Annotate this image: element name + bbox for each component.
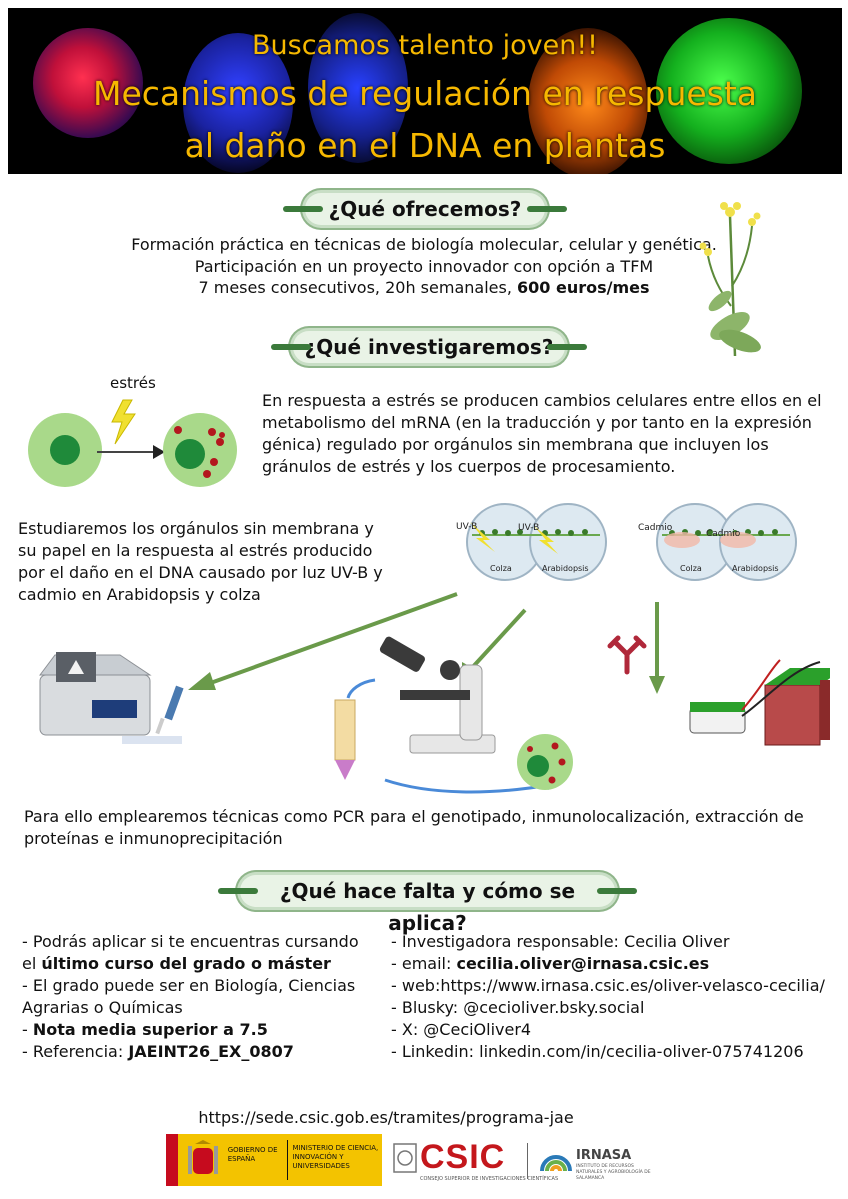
contact-list: - Investigadora responsable: Cecilia Oli… — [391, 931, 825, 1063]
microscopy-image-blue-2 — [308, 13, 408, 163]
lightning-icon — [111, 399, 136, 445]
microscopy-image-orange — [528, 28, 648, 174]
microscopy-image-red — [33, 28, 143, 138]
banner-tagline: Buscamos talento joven!! — [252, 30, 598, 61]
root-tip-icon — [334, 678, 376, 780]
microscope-icon — [379, 636, 496, 754]
microscopy-image-blue — [183, 33, 293, 173]
spain-coat-of-arms-icon — [178, 1134, 228, 1186]
offer-line-3: 7 meses consecutivos, 20h semanales, 600… — [198, 278, 650, 297]
rapeseed-plant-illustration — [699, 202, 761, 356]
irnasa-logo: IRNASA — [576, 1148, 632, 1163]
gobierno-label: GOBIERNO DE ESPAÑA — [227, 1146, 278, 1163]
req-line-3: - El grado puede ser en Biología, Cienci… — [22, 976, 356, 995]
petri-dish-arabidopsis-uvb — [529, 503, 607, 581]
contact-linkedin[interactable]: - Linkedin: linkedin.com/in/cecilia-oliv… — [391, 1042, 804, 1061]
req-line-6: - Referencia: JAEINT26_EX_0807 — [22, 1042, 294, 1061]
banner-title-line1: Mecanismos de regulación en respuesta — [92, 74, 758, 113]
section-heading-apply: ¿Qué hace falta y cómo se aplica? — [218, 875, 637, 935]
csic-emblem-icon — [392, 1140, 418, 1180]
gel-electrophoresis-icon — [689, 659, 830, 746]
petri-dish-arabidopsis-cadmio — [719, 503, 797, 581]
contact-x[interactable]: - X: @CeciOliver4 — [391, 1020, 532, 1039]
arrow-icon — [153, 445, 165, 459]
study-paragraph: Estudiaremos los orgánulos sin membrana … — [18, 519, 383, 604]
techniques-paragraph: Para ello emplearemos técnicas como PCR … — [24, 807, 804, 848]
section-heading-research: ¿Qué investigaremos? — [271, 331, 587, 363]
antibody-icon — [607, 635, 647, 675]
arrow-to-gel-icon — [649, 676, 665, 694]
header-banner: Buscamos talento joven!! Mecanismos de r… — [8, 8, 842, 174]
contact-bluesky[interactable]: - Blusky: @cecioliver.bsky.social — [391, 998, 645, 1017]
contact-web[interactable]: - web:https://www.irnasa.csic.es/oliver-… — [391, 976, 825, 995]
svg-text:Cadmio: Cadmio — [638, 523, 673, 533]
logo-divider — [527, 1143, 528, 1179]
contact-email[interactable]: - email: cecilia.oliver@irnasa.csic.es — [391, 954, 710, 973]
offer-line-2: Participación en un proyecto innovador c… — [194, 257, 654, 276]
research-paragraph: En respuesta a estrés se producen cambio… — [262, 391, 822, 476]
stress-cell-diagram — [28, 399, 237, 487]
banner-title-line2: al daño en el DNA en plantas — [184, 126, 666, 165]
ministerio-label: MINISTERIO DE CIENCIA, INNOVACIÓN Y UNIV… — [292, 1144, 379, 1170]
thermocycler-icon — [39, 652, 152, 736]
csic-subtitle: CONSEJO SUPERIOR DE INVESTIGACIONES CIEN… — [420, 1176, 559, 1182]
req-line-5: - Nota media superior a 7.5 — [22, 1020, 268, 1039]
svg-text:Arabidopsis: Arabidopsis — [542, 564, 589, 573]
req-line-4: Agrarias o Químicas — [22, 998, 183, 1017]
svg-text:Cadmio: Cadmio — [706, 529, 741, 539]
arrow-to-pcr-icon — [188, 672, 216, 690]
pipette-icon — [122, 685, 184, 744]
svg-text:Colza: Colza — [490, 564, 512, 573]
svg-text:UV-B: UV-B — [518, 523, 539, 533]
petri-dish-illustrations: UV-B UV-B Colza Arabidopsis Cadmio Cadmi… — [456, 503, 797, 581]
ministry-logo: GOBIERNO DE ESPAÑA MINISTERIO DE CIENCIA… — [166, 1134, 382, 1186]
section-heading-offer: ¿Qué ofrecemos? — [283, 193, 567, 225]
stress-label: estrés — [110, 374, 156, 392]
svg-text:Arabidopsis: Arabidopsis — [732, 564, 779, 573]
offer-line-1: Formación práctica en técnicas de biolog… — [131, 235, 717, 254]
techniques-illustration — [39, 592, 830, 794]
application-url[interactable]: https://sede.csic.gob.es/tramites/progra… — [198, 1108, 574, 1127]
csic-logo: CSIC — [420, 1138, 506, 1176]
irnasa-subtitle: INSTITUTO DE RECURSOS NATURALES Y AGROBI… — [576, 1164, 651, 1181]
irnasa-emblem-icon — [540, 1155, 572, 1172]
req-line-1: - Podrás aplicar si te encuentras cursan… — [22, 932, 359, 951]
svg-text:Colza: Colza — [680, 564, 702, 573]
req-line-2: el último curso del grado o máster — [22, 954, 331, 973]
contact-researcher: - Investigadora responsable: Cecilia Oli… — [391, 932, 730, 951]
requirements-list: - Podrás aplicar si te encuentras cursan… — [22, 931, 359, 1063]
cell-result-icon — [517, 734, 573, 790]
microscopy-image-green — [656, 18, 802, 164]
svg-text:UV-B: UV-B — [456, 522, 477, 532]
